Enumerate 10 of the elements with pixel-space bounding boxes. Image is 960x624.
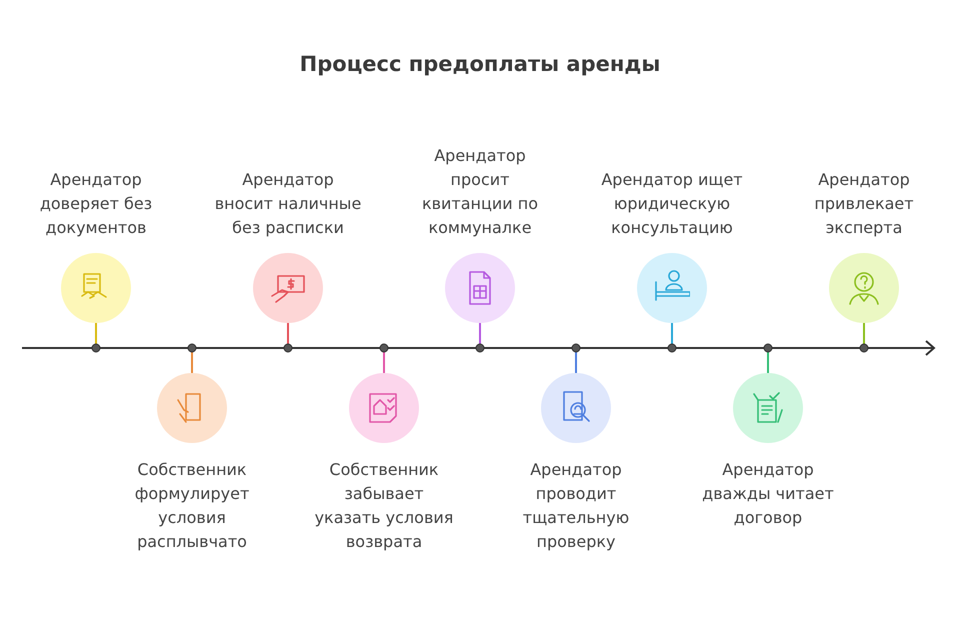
event-label: Собственник забывает указать условия возврата	[314, 459, 454, 553]
event-label: Арендатор просит квитанции по коммуналке	[420, 145, 540, 239]
event-label: Арендатор привлекает эксперта	[813, 169, 915, 239]
event-label: Арендатор проводит тщательную проверку	[522, 459, 630, 553]
event-label: Арендатор вносит наличные без расписки	[214, 169, 362, 239]
event-label: Арендатор ищет юридическую консультацию	[600, 169, 744, 239]
event-label: Арендатор дважды читает договор	[701, 459, 835, 529]
diagram-title: Процесс предоплаты аренды	[298, 52, 662, 76]
event-label: Арендатор доверяет без документов	[38, 169, 154, 239]
event-label: Собственник формулирует условия расплывчато	[134, 459, 250, 553]
